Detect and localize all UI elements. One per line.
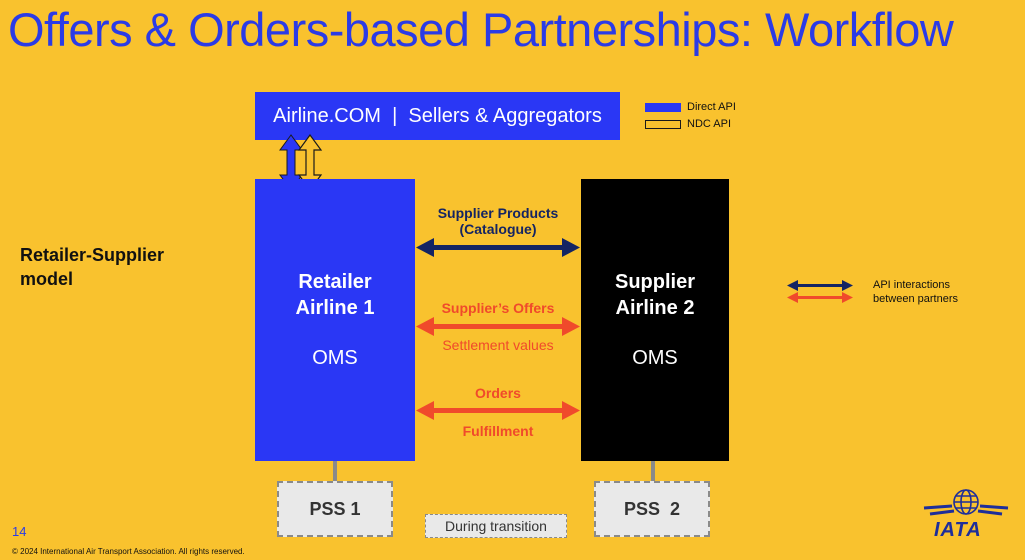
fulfillment-label: Fulfillment (462, 423, 534, 439)
direct-api-swatch (645, 102, 681, 112)
orders-arrow (416, 401, 580, 420)
page-title: Offers & Orders-based Partnerships: Work… (8, 3, 954, 56)
copyright-notice: © 2024 International Air Transport Assoc… (12, 547, 245, 556)
during-transition-label: During transition (445, 518, 547, 534)
ndc-api-label: NDC API (687, 118, 732, 130)
pss1-connector (333, 461, 337, 481)
api-interactions-legend: API interactions between partners (873, 278, 958, 306)
ndc-api-swatch (645, 119, 681, 129)
catalogue-label: Supplier Products (Catalogue) (416, 205, 580, 237)
sellers-aggregators-label: Airline.COM | Sellers & Aggregators (273, 104, 602, 127)
pss1-label: PSS 1 (309, 498, 361, 519)
legend-direct-api: Direct API (645, 101, 736, 113)
pss1-box: PSS 1 (277, 481, 393, 537)
supplier-title-line1: Supplier (614, 271, 695, 293)
model-label-line2: model (20, 269, 74, 289)
api-legend-line1: API interactions (873, 279, 951, 291)
supplier-title: Supplier Airline 2 (581, 269, 729, 321)
during-transition-box: During transition (425, 514, 567, 538)
pss2-connector (651, 461, 655, 481)
iata-logo-text: IATA (934, 519, 982, 541)
api-legend-line2: between partners (873, 293, 958, 305)
api-legend-navy-arrow (787, 280, 853, 291)
direct-api-label: Direct API (687, 101, 736, 113)
supplier-title-line2: Airline 2 (615, 297, 695, 319)
catalogue-label-line2: (Catalogue) (459, 221, 537, 237)
sellers-aggregators-box: Airline.COM | Sellers & Aggregators (255, 92, 620, 140)
legend-ndc-api: NDC API (645, 118, 731, 130)
orders-label: Orders (475, 385, 521, 401)
catalogue-arrow (416, 238, 580, 257)
supplier-airline-box: Supplier Airline 2 OMS (581, 179, 729, 461)
settlement-label: Settlement values (442, 337, 554, 353)
offers-arrow (416, 317, 580, 336)
model-label: Retailer-Supplier model (20, 243, 164, 291)
retailer-title-line2: Airline 1 (295, 297, 375, 319)
api-legend-orange-arrow (787, 292, 853, 303)
retailer-title-line1: Retailer (298, 271, 372, 293)
page-number: 14 (12, 524, 27, 539)
retailer-airline-box: Retailer Airline 1 OMS (255, 179, 415, 461)
model-label-line1: Retailer-Supplier (20, 245, 165, 265)
retailer-oms: OMS (312, 347, 358, 369)
catalogue-label-line1: Supplier Products (437, 205, 559, 221)
offers-label: Supplier’s Offers (441, 300, 555, 316)
retailer-title: Retailer Airline 1 (255, 269, 415, 321)
pss2-label: PSS 2 (623, 498, 681, 519)
iata-globe-icon (923, 489, 1009, 516)
supplier-oms: OMS (632, 347, 678, 369)
pss2-box: PSS 2 (594, 481, 710, 537)
